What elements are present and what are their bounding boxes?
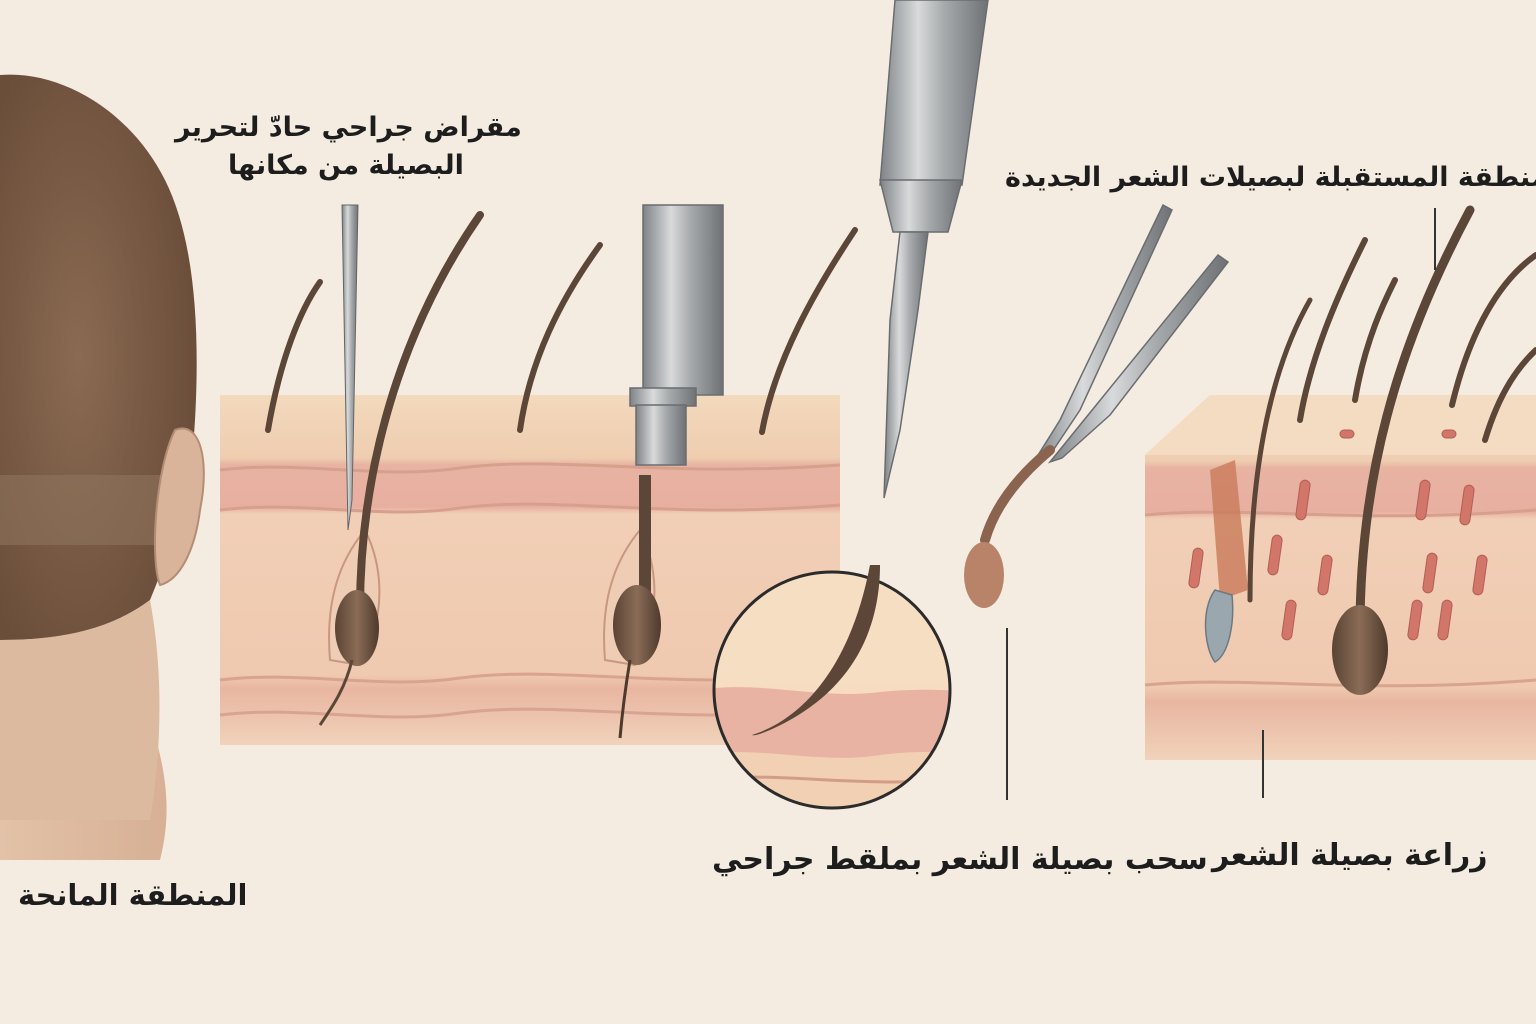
scalpel-label-line1: مقراض جراحي حادّ لتحرير (175, 112, 522, 143)
needle-instrument (341, 204, 359, 531)
receiving-area-label: المنطقة المستقبلة لبصيلات الشعر الجديدة (1005, 162, 1536, 193)
punch-instrument (629, 204, 724, 466)
ear (154, 427, 205, 587)
scalpel-instrument (879, 0, 989, 499)
head-illustration (0, 74, 205, 860)
magnified-view (712, 565, 952, 810)
implantation-label: زراعة بصيلة الشعر (1212, 838, 1488, 873)
recipient-incisions (1188, 429, 1488, 641)
extraction-label: سحب بصيلة الشعر بملقط جراحي (712, 842, 1208, 877)
donor-area-label: المنطقة المانحة (18, 878, 248, 912)
neck-nape (0, 600, 160, 820)
scalpel-label-line2: البصيلة من مكانها (228, 150, 464, 181)
skin-block-right (1144, 205, 1536, 760)
shaved-donor-strip (0, 475, 170, 545)
tweezers-instrument (964, 203, 1230, 608)
